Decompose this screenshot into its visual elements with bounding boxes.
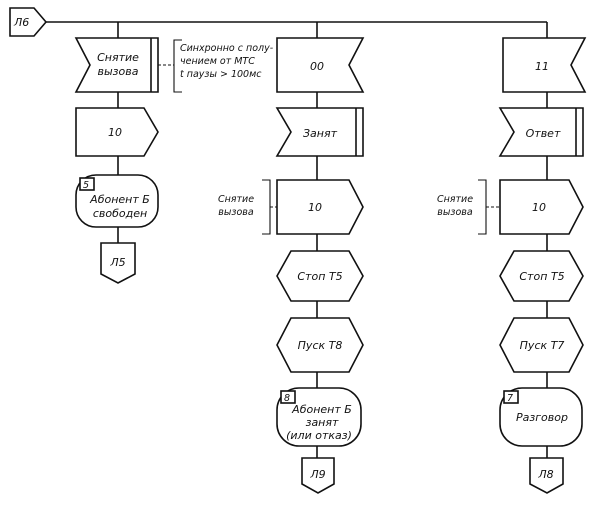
signal-input-2-label: 00	[310, 60, 324, 73]
signal-input-answer-label: Ответ	[526, 127, 561, 140]
task-start-t8-label: Пуск Т8	[298, 339, 343, 352]
entry-connector-label: Л6	[13, 16, 29, 29]
signal-input-3: 11	[502, 37, 587, 93]
signal-output-3-label: 10	[532, 201, 546, 214]
comment-sync-line-3: t паузы > 100мс	[180, 69, 262, 80]
task-stop-t5-col3: Стоп Т5	[499, 250, 584, 302]
state-box-7-line-1: Разговор	[516, 411, 568, 424]
column-3: 11 Ответ Снятие вызова 10 Стоп Т5 Пуск Т…	[437, 37, 587, 494]
state-box-8-line-2: занят	[306, 416, 339, 429]
signal-output-3: 10	[499, 179, 584, 235]
exit-connector-1: Л5	[100, 242, 136, 284]
state-box-1-number: 5	[83, 180, 89, 191]
exit-connector-1-label: Л5	[109, 256, 125, 269]
entry-connector: Л6	[9, 7, 48, 37]
comment-sync-line-1: Синхронно с полу-	[180, 43, 274, 54]
signal-input-2: 00	[276, 37, 365, 93]
exit-connector-3: Л8	[529, 457, 564, 494]
task-start-t7-label: Пуск Т7	[520, 339, 565, 352]
state-box-7: 7 Разговор	[499, 387, 583, 447]
column-2: 00 Занят Снятие вызова 10 Стоп Т5 Пуск Т…	[218, 37, 365, 494]
exit-connector-2: Л9	[301, 457, 335, 494]
exit-connector-3-label: Л8	[537, 468, 553, 481]
signal-output-1-label: 10	[108, 126, 122, 139]
signal-output-2-label: 10	[308, 201, 322, 214]
state-box-8-number: 8	[284, 393, 290, 404]
state-box-8-line-1: Абонент Б	[291, 403, 352, 416]
comment-release-2-line-2: вызова	[218, 207, 254, 218]
task-stop-t5-col2: Стоп Т5	[276, 250, 364, 302]
signal-input-busy-label: Занят	[303, 127, 338, 140]
comment-release-2-line-1: Снятие	[218, 194, 254, 205]
state-box-1-line-2: свободен	[93, 207, 147, 220]
signal-output-2: 10	[276, 179, 364, 235]
task-stop-t5-col3-label: Стоп Т5	[519, 270, 564, 283]
comment-release-3-line-2: вызова	[437, 207, 473, 218]
task-start-t8: Пуск Т8	[276, 317, 364, 373]
state-box-1: 5 Абонент Б свободен	[75, 174, 159, 228]
exit-connector-2-label: Л9	[309, 468, 325, 481]
comment-release-2: Снятие вызова	[218, 179, 277, 235]
comment-sync-line-2: чением от МТС	[180, 56, 255, 67]
signal-input-1-line-1: Снятие	[97, 51, 139, 64]
signal-input-3-label: 11	[535, 60, 549, 73]
state-box-8: 8 Абонент Б занят (или отказ)	[276, 387, 362, 447]
comment-sync: Синхронно с полу- чением от МТС t паузы …	[158, 39, 274, 93]
signal-input-1: Снятие вызова	[74, 37, 159, 93]
task-stop-t5-col2-label: Стоп Т5	[297, 270, 342, 283]
state-box-7-number: 7	[507, 393, 513, 404]
signal-input-answer: Ответ	[498, 107, 584, 157]
task-start-t7: Пуск Т7	[499, 317, 584, 373]
state-box-8-line-3: (или отказ)	[286, 429, 352, 442]
column-1: Снятие вызова Синхронно с полу- чением о…	[74, 37, 274, 284]
comment-release-3-line-1: Снятие	[437, 194, 473, 205]
signal-input-busy: Занят	[275, 107, 364, 157]
signal-input-1-line-2: вызова	[98, 65, 139, 78]
state-box-1-line-1: Абонент Б	[89, 193, 150, 206]
comment-release-3: Снятие вызова	[437, 179, 500, 235]
signal-output-1: 10	[75, 107, 159, 157]
